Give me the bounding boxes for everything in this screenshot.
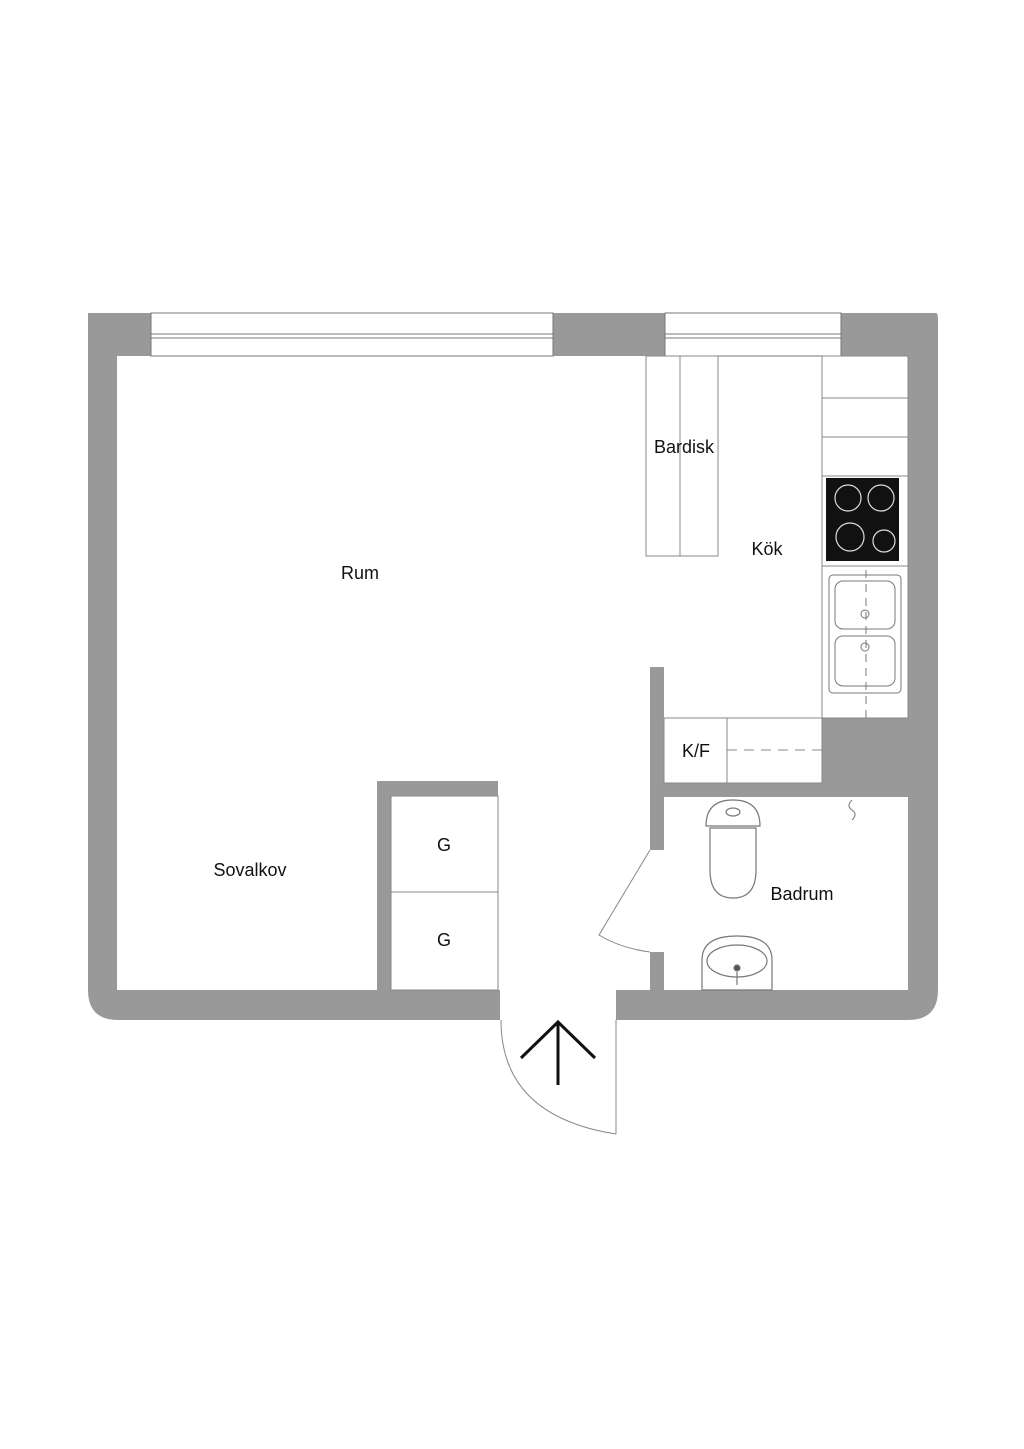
room-label-sovalkov: Sovalkov: [213, 860, 286, 880]
room-label-badrum: Badrum: [770, 884, 833, 904]
sink-icon: [828, 570, 902, 718]
wall-bottom-right: [616, 990, 938, 1020]
room-label-bardisk: Bardisk: [654, 437, 715, 457]
toilet-icon: [705, 799, 761, 899]
shower-faucet-icon: [848, 799, 856, 821]
interior-walls: [377, 667, 908, 992]
wall-bottom-left: [88, 990, 500, 1020]
outer-walls: [88, 313, 938, 1020]
wall-top-right: [841, 313, 938, 356]
room-label-kok: Kök: [751, 539, 783, 559]
bar-counter: [645, 355, 719, 557]
wall-top-middle: [553, 313, 665, 356]
wall-kitchen-corner: [822, 718, 908, 797]
wall-right: [908, 356, 938, 990]
entrance-door: [500, 1019, 617, 1135]
kitchen-counter: [821, 355, 909, 719]
wall-kitchen-stub: [650, 667, 664, 850]
wall-bathroom-lower: [650, 952, 664, 992]
label-kf: K/F: [682, 741, 710, 761]
closet-label-lower: G: [437, 930, 451, 950]
closets: [390, 795, 499, 991]
door-swing-icon: [598, 849, 651, 953]
wall-closet-left: [377, 781, 391, 990]
fridge-freezer: [663, 717, 823, 784]
hob-icon: [826, 478, 899, 561]
window-right: [664, 312, 842, 357]
room-label-rum: Rum: [341, 563, 379, 583]
entrance-arrow-icon: [519, 1019, 597, 1085]
window-left: [150, 312, 554, 357]
washbasin-icon: [701, 935, 773, 991]
wall-left: [88, 313, 117, 990]
wall-closet-top: [377, 781, 498, 796]
closet-label-upper: G: [437, 835, 451, 855]
